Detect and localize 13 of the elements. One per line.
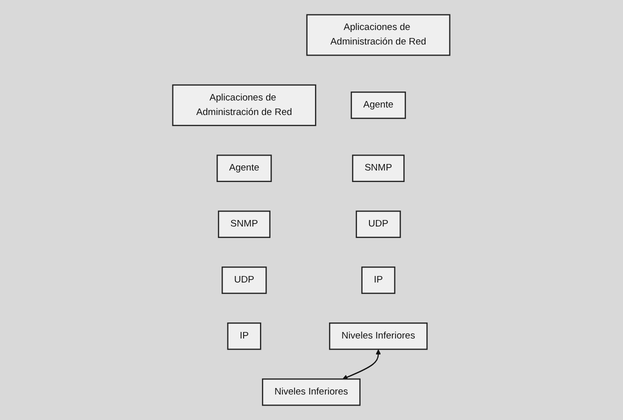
node-box	[356, 210, 402, 238]
node-box	[216, 154, 272, 182]
node-box	[172, 84, 316, 126]
node-box	[222, 266, 267, 294]
node-box	[350, 92, 406, 119]
node-box	[227, 322, 262, 350]
node-box	[362, 266, 396, 294]
arrow	[342, 349, 382, 380]
node-box	[329, 322, 428, 350]
node-box	[218, 210, 271, 238]
node-box	[306, 14, 451, 56]
node-box	[352, 154, 405, 182]
node-box	[262, 378, 361, 406]
